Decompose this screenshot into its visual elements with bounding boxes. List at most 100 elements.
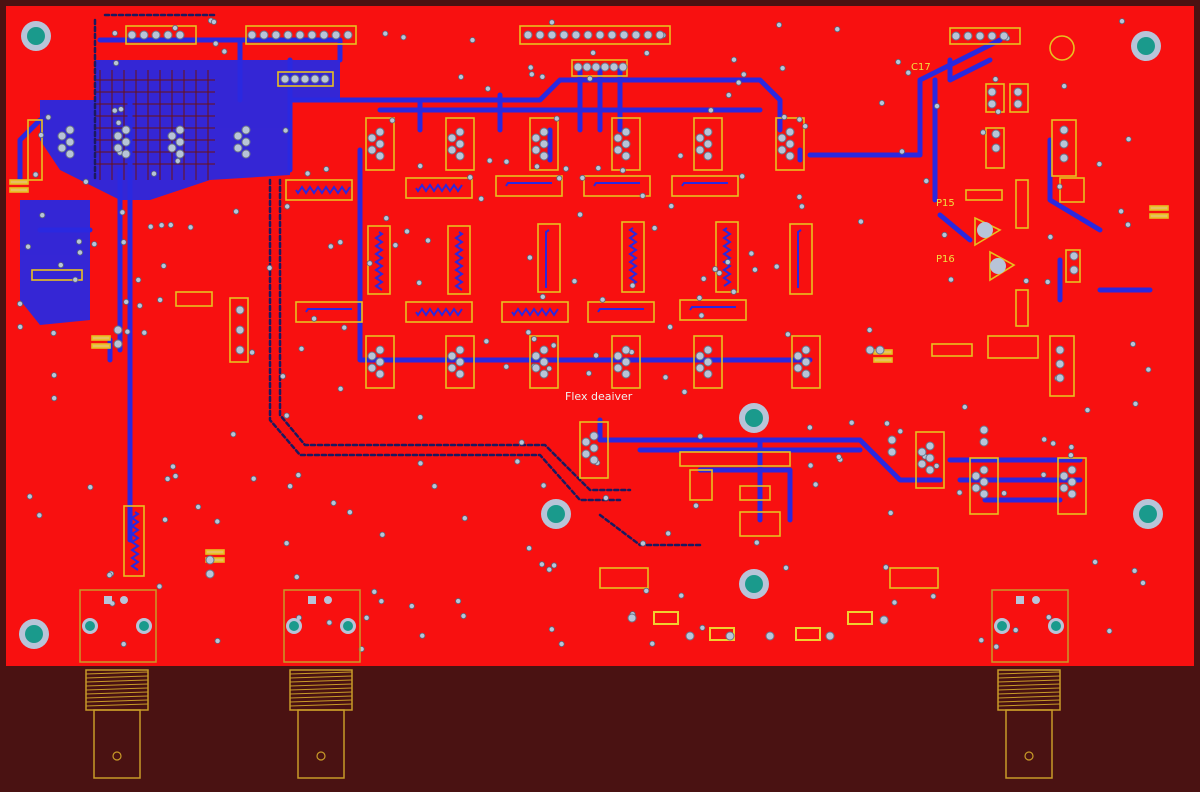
cluster-13-pad-0 [925,441,935,451]
cluster-15-pad-3 [1059,471,1069,481]
cluster-3-pad-1 [621,139,631,149]
via-31 [525,329,532,336]
bnc-thread-1-5 [289,691,353,695]
resistor-mark-3 [593,182,640,187]
silk-outline-25 [501,301,569,323]
resistor-mark-v-1 [454,231,464,291]
silk-outline-27 [679,299,747,321]
trace-12 [807,37,1003,158]
bnc-thread-2-4 [997,687,1061,691]
header-j1-pin-0 [127,30,137,40]
via-90 [527,64,534,71]
via-176 [707,107,714,114]
cluster-14-pad-3 [971,471,981,481]
pad-28 [113,339,123,349]
cluster-17-pad-3 [113,131,123,141]
via-156 [553,115,560,122]
via-50 [162,516,169,523]
via-98 [781,114,788,121]
silk-outline-56 [1059,177,1085,203]
silk-outline-43 [1051,119,1077,177]
silk-outline-31 [611,335,641,389]
cluster-5-pad-2 [785,151,795,161]
via-84 [548,626,555,633]
mesh-grid [95,70,215,180]
via-230 [776,21,783,28]
via-46 [696,294,703,301]
silk-outline-23 [295,301,363,323]
header-j6-pin-5 [618,62,628,72]
angle-pin-a-1 [91,335,111,341]
via-106 [371,588,378,595]
silk-outline-46 [931,343,973,357]
silkscreen-components [9,25,1169,641]
trace-22 [17,117,43,183]
via-231 [38,132,45,139]
via-104 [230,431,237,438]
silk-outline-38 [123,505,145,577]
header-j5-pin-4 [320,74,330,84]
via-170 [1001,490,1008,497]
via-80 [629,282,636,289]
header-j3-pin-0 [523,30,533,40]
silk-outline-53 [31,269,83,281]
via-28 [72,276,79,283]
via-95 [1040,471,1047,478]
via-187 [135,276,142,283]
cluster-6-pad-2 [375,369,385,379]
via-108 [980,129,987,136]
via-4 [700,275,707,282]
via-211 [1096,161,1103,168]
via-88 [649,640,656,647]
cluster-3-pad-3 [613,133,623,143]
angle-pin-b-0 [9,187,29,193]
silk-outline-26 [587,301,655,323]
via-128 [948,276,955,283]
via-58 [640,540,647,547]
cluster-5-pad-3 [777,133,787,143]
cluster-11-pad-2 [801,369,811,379]
cluster-9-pad-0 [621,345,631,355]
cluster-0-pad-2 [375,151,385,161]
via-99 [802,123,809,130]
via-138 [1132,400,1139,407]
via-183 [120,239,127,246]
silk-outline-1 [245,25,357,45]
pad-19 [725,631,735,641]
via-32 [526,545,533,552]
via-171 [678,592,685,599]
via-93 [887,509,894,516]
via-184 [111,107,118,114]
silk-outline-54 [27,119,43,181]
via-203 [16,300,23,307]
silk-outline-42 [889,567,939,589]
via-161 [586,75,593,82]
via-244 [602,494,609,501]
mounting-hole-6 [745,575,763,593]
bnc-body-0 [79,589,157,663]
silk-outline-15 [583,175,651,197]
resistor-mark-2 [505,182,552,187]
pad-27 [113,325,123,335]
cluster-5-pad-4 [777,145,787,155]
bnc-thread-1-6 [289,695,353,699]
header-j5-pin-2 [300,74,310,84]
bnc-shaft-1 [297,709,345,779]
mounting-hole-2 [1139,505,1157,523]
via-255 [899,148,906,155]
via-76 [233,208,240,215]
silk-pad-3 [847,611,873,625]
silk-outline-3 [949,27,1021,45]
bnc-thread-0-0 [85,671,149,675]
pad-13 [979,437,989,447]
bnc-hole-left-0 [85,621,95,631]
bnc-thread-1-2 [289,679,353,683]
via-246 [1140,579,1147,586]
via-34 [323,166,330,173]
silk-outline-7 [445,117,475,171]
cluster-11-pad-3 [793,351,803,361]
bnc-thread-0-1 [85,675,149,679]
bnc-hole-left-2 [997,621,1007,631]
via-27 [539,73,546,80]
